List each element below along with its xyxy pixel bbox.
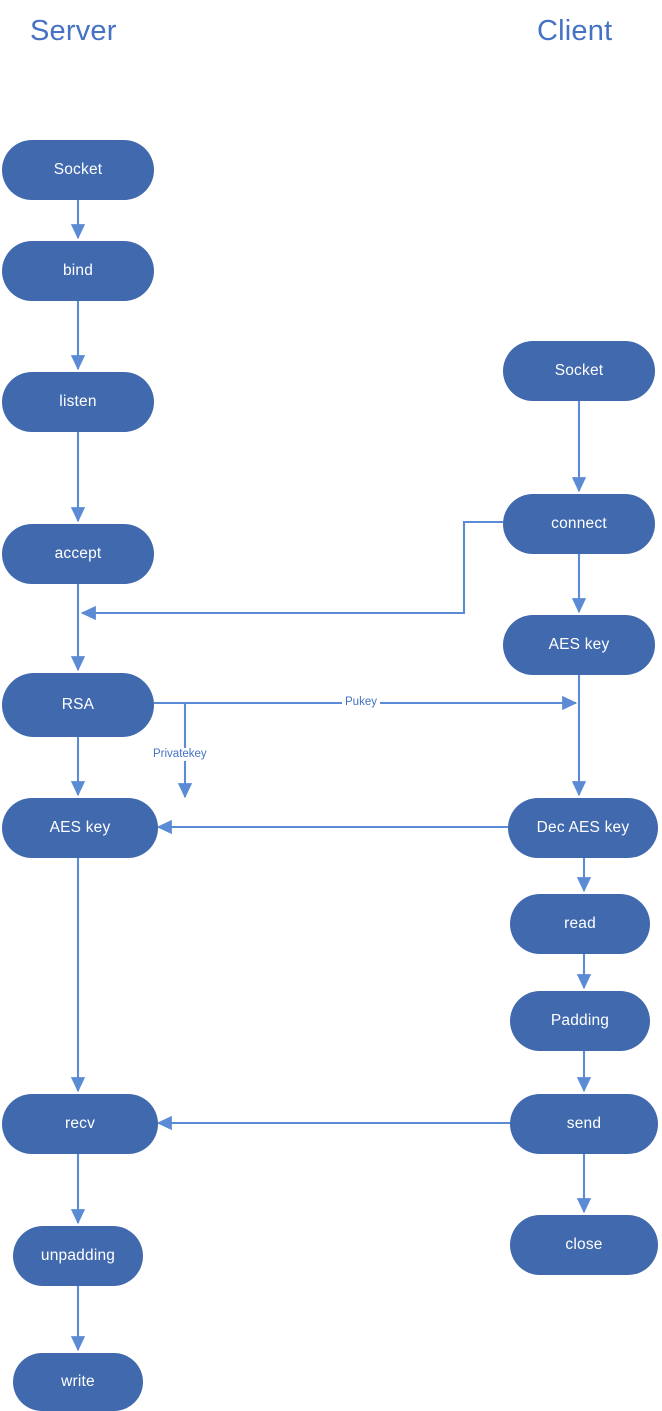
node-server-socket[interactable]: Socket — [2, 140, 154, 200]
node-server-write[interactable]: write — [13, 1353, 143, 1411]
node-server-unpadding[interactable]: unpadding — [13, 1226, 143, 1286]
node-server-recv[interactable]: recv — [2, 1094, 158, 1154]
node-client-read[interactable]: read — [510, 894, 650, 954]
node-server-rsa[interactable]: RSA — [2, 673, 154, 737]
node-client-padding[interactable]: Padding — [510, 991, 650, 1051]
node-server-aes-key[interactable]: AES key — [2, 798, 158, 858]
node-client-aes-key[interactable]: AES key — [503, 615, 655, 675]
node-client-close[interactable]: close — [510, 1215, 658, 1275]
edge-label-privatekey: Privatekey — [150, 748, 210, 761]
edge-rsa-privatekey — [154, 701, 193, 799]
node-server-listen[interactable]: listen — [2, 372, 154, 432]
column-title-server: Server — [30, 15, 117, 47]
edge-label-pukey: Pukey — [342, 696, 380, 709]
node-client-dec-aes-key[interactable]: Dec AES key — [508, 798, 658, 858]
node-server-accept[interactable]: accept — [2, 524, 154, 584]
node-server-bind[interactable]: bind — [2, 241, 154, 301]
edge-connect-to-accept — [80, 520, 503, 621]
node-client-connect[interactable]: connect — [503, 494, 655, 554]
node-client-socket[interactable]: Socket — [503, 341, 655, 401]
node-client-send[interactable]: send — [510, 1094, 658, 1154]
column-title-client: Client — [537, 15, 613, 47]
